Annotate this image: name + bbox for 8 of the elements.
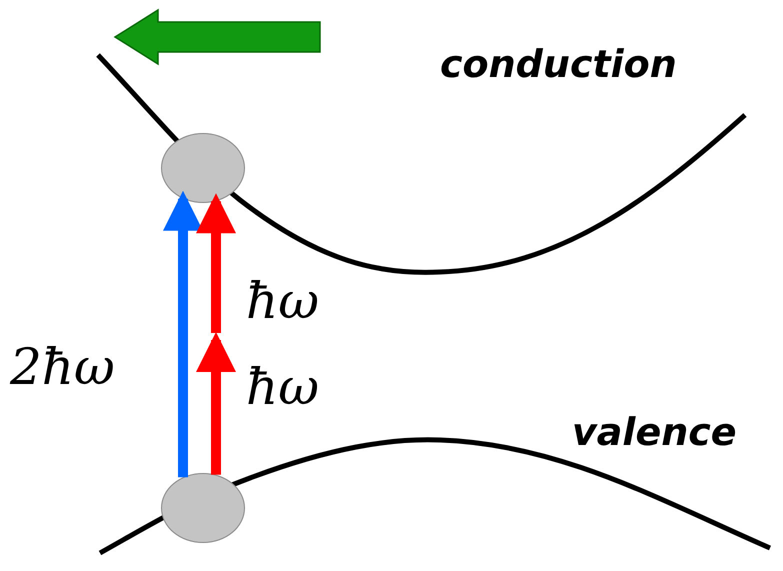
band-label: conduction <box>440 42 677 86</box>
edge-label: ħω <box>246 276 319 326</box>
edge-label: 2ħω <box>10 342 115 392</box>
arrow <box>196 193 236 333</box>
arrow <box>196 332 236 475</box>
edge-label: ħω <box>246 362 319 412</box>
band-label: valence <box>572 410 737 454</box>
arrow <box>163 190 203 478</box>
